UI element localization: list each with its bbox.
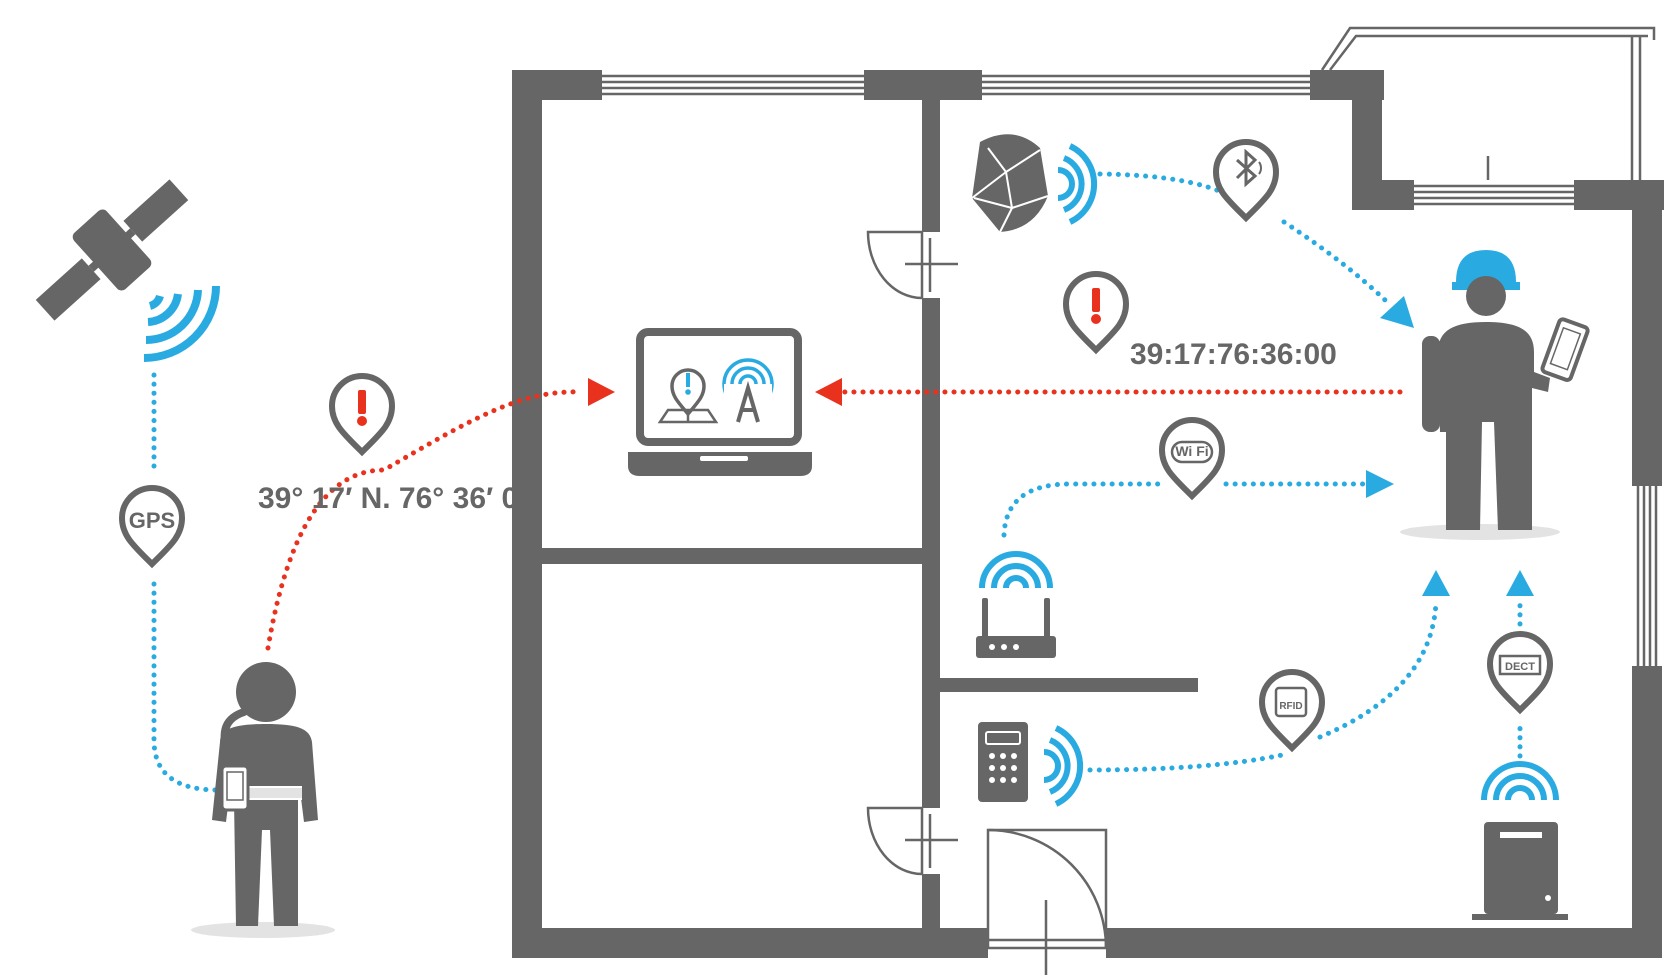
gps-link-line: [151, 372, 221, 793]
router-to-worker-line: [1001, 481, 1367, 538]
worker-arrow-beacon: [1380, 296, 1414, 328]
alert-pin-icon: [332, 376, 392, 452]
wall-right-room-divider: [940, 678, 1198, 692]
router-icon: [976, 551, 1056, 658]
doors: [866, 230, 1108, 975]
keypad-icon: [978, 722, 1084, 807]
gps-pin-label: GPS: [129, 508, 175, 533]
arrowheads: [588, 296, 1534, 596]
laptop-arrow-right: [815, 378, 842, 406]
gps-pin-icon: GPS: [122, 488, 182, 564]
door-upper: [866, 230, 958, 300]
keypad-to-worker-line: [1087, 599, 1439, 773]
rfid-pin-icon: RFID: [1262, 672, 1322, 748]
worker-arrow-wifi: [1366, 470, 1394, 498]
door-entrance: [986, 828, 1108, 975]
hard-hat-icon: [1452, 250, 1520, 290]
window-top-left: [602, 70, 864, 100]
beacon-to-worker-line: [1097, 171, 1388, 303]
window-top-right: [982, 70, 1310, 100]
satellite-icon: [35, 179, 220, 362]
beacon-icon: [971, 134, 1098, 233]
laptop-map-pin-icon: [657, 368, 719, 424]
dect-base-icon: [1472, 761, 1568, 920]
bluetooth-pin-icon: [1216, 142, 1276, 218]
connections: [151, 171, 1523, 793]
worker-icon: [1400, 250, 1590, 540]
windows: [602, 70, 1662, 666]
gps-coord-to-laptop-line: [265, 389, 583, 651]
door-lower: [866, 806, 958, 876]
window-right: [1632, 486, 1662, 666]
window-balcony: [1414, 180, 1574, 210]
mac-address-text: 39:17:76:36:00: [1130, 338, 1337, 371]
wall-left: [512, 70, 542, 958]
dect-pin-icon: DECT: [1490, 634, 1550, 710]
laptop-arrow-left: [588, 378, 615, 406]
rfid-pin-label: RFID: [1279, 701, 1302, 712]
laptop-icon: [628, 328, 812, 476]
gps-coordinates-text: 39° 17′ N. 76° 36′ 0: [258, 482, 518, 515]
wifi-pin-label: Wi Fi: [1175, 443, 1208, 459]
wall-left-room-divider: [542, 548, 922, 564]
worker-arrow-rfid: [1422, 570, 1450, 596]
balcony-railing: [1320, 26, 1656, 180]
smartphone-icon: [1540, 317, 1590, 382]
worker-arrow-dect: [1506, 570, 1534, 596]
alert-pin-mac-icon: [1066, 274, 1126, 350]
laptop-antenna-icon: [722, 358, 774, 424]
wifi-pin-icon: Wi Fi: [1162, 420, 1222, 496]
woman-icon: [191, 662, 335, 938]
dect-pin-label: DECT: [1505, 661, 1535, 673]
